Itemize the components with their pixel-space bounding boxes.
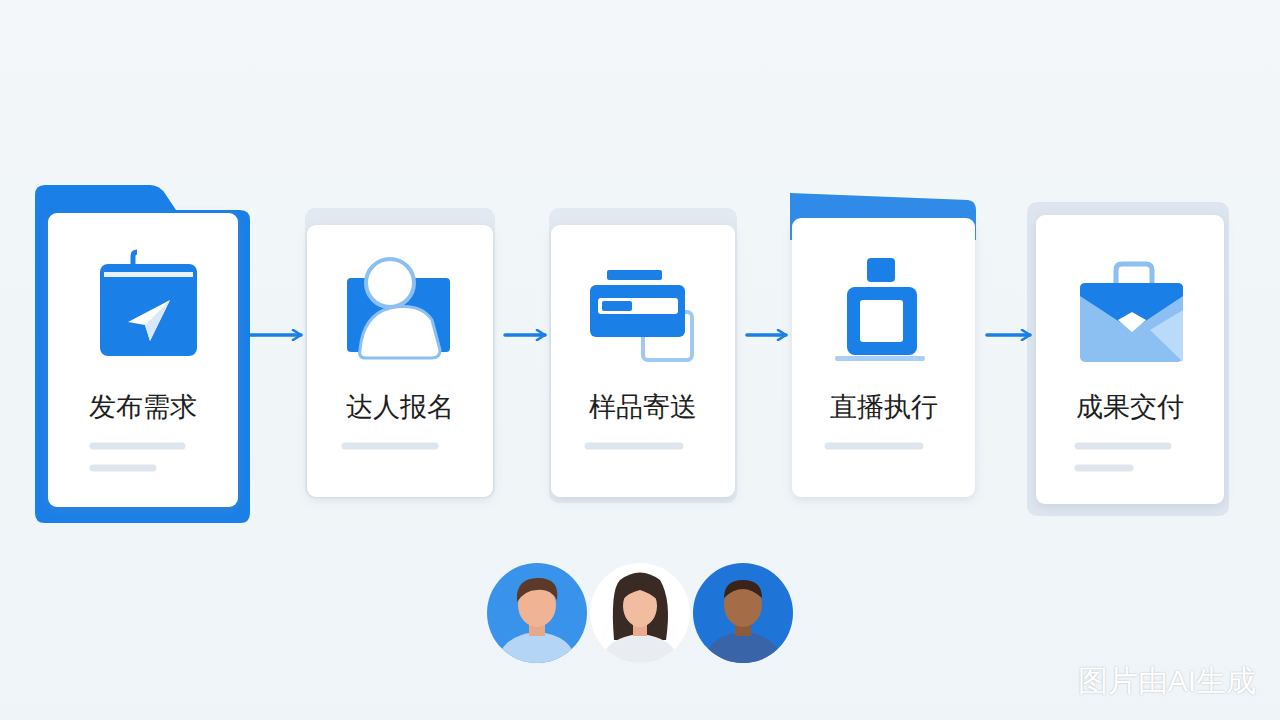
card-icon xyxy=(590,270,692,360)
placeholder-lines xyxy=(93,446,1168,468)
watermark: 图片由AI生成 xyxy=(1078,661,1256,702)
card xyxy=(307,225,493,497)
card-back xyxy=(549,208,737,503)
flow-arrow xyxy=(250,333,301,337)
calendar-icon xyxy=(100,252,197,356)
avatar xyxy=(487,563,587,665)
folder-back xyxy=(35,185,250,523)
step-label: 发布需求 xyxy=(48,389,238,425)
process-card: 成果交付 xyxy=(1036,215,1224,504)
envelope-icon xyxy=(1080,264,1183,362)
process-card: 样品寄送 xyxy=(551,225,735,497)
person-icon xyxy=(347,259,450,358)
flow-arrow xyxy=(987,333,1030,337)
bottle-icon xyxy=(835,258,925,361)
process-card: 直播执行 xyxy=(792,218,975,497)
process-card: 发布需求 xyxy=(48,213,238,507)
step-label: 直播执行 xyxy=(792,389,975,425)
step-label: 样品寄送 xyxy=(551,389,735,425)
card-back xyxy=(1027,202,1229,516)
step-label: 达人报名 xyxy=(307,389,493,425)
card xyxy=(792,218,975,497)
process-card: 达人报名 xyxy=(307,225,493,497)
card xyxy=(48,213,238,507)
card xyxy=(1036,215,1224,504)
card-back xyxy=(305,208,495,498)
flow-arrow xyxy=(747,333,786,337)
step-label: 成果交付 xyxy=(1036,389,1224,425)
card xyxy=(551,225,735,497)
avatar xyxy=(693,563,793,665)
flow-arrow xyxy=(505,333,545,337)
avatar xyxy=(590,563,690,665)
